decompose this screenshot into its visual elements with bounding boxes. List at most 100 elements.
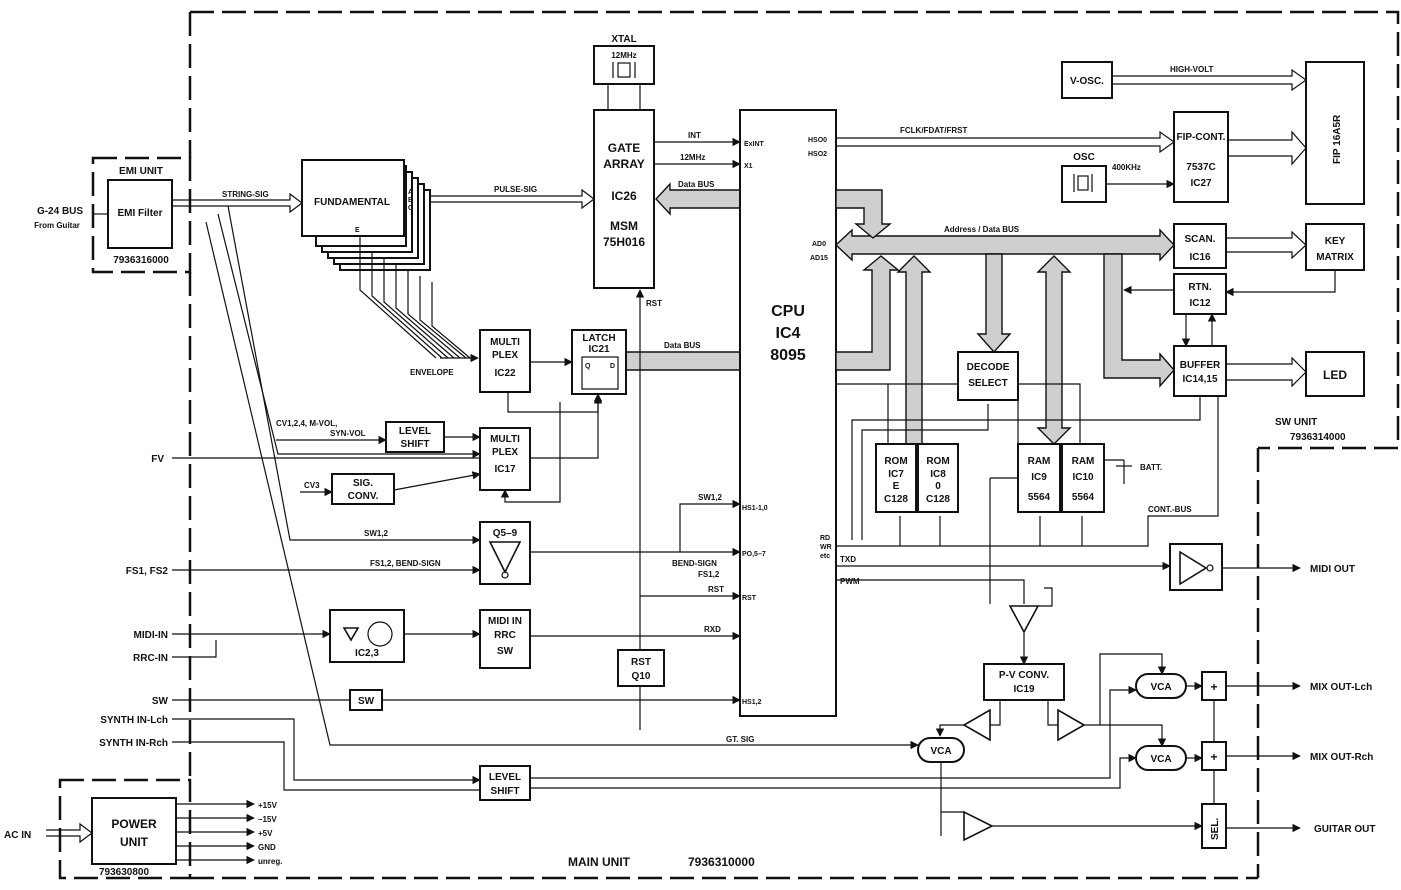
data-bus-upper [655,182,741,216]
midi-in-rrc-block [479,609,531,669]
data-bus-lower-label: Data BUS [664,341,701,350]
rst-label: RST [646,299,662,308]
xtal-freq: 12MHz [611,51,636,60]
pv-l2: IC19 [1013,684,1035,695]
rom8-l2: IC8 [930,469,946,480]
ram10-l3: 5564 [1072,492,1095,503]
pulse-sig-label: PULSE-SIG [494,185,537,194]
mux22-l1: MULTI [490,337,520,348]
high-volt-label: HIGH-VOLT [1170,65,1214,74]
synth-l-label: SYNTH IN-Lch [100,715,168,726]
rom7-l1: ROM [884,456,907,467]
cpu-block [739,109,837,717]
gate-array-l4: MSM [610,219,638,233]
control-lines [836,383,1219,604]
mux22-l2: PLEX [492,350,518,361]
gate-array-block [593,109,655,289]
latch-d: D [610,363,615,370]
sigconv-l1: SIG. [353,478,373,489]
buffer-l2: IC14,15 [1182,374,1217,385]
fund-out-c: C [408,205,413,212]
midi-out-buffer-icon [1179,550,1208,586]
q5-buffer-icon [488,541,522,574]
midi-in-label: MIDI-IN [134,630,168,641]
osc-freq-label: 400KHz [1112,163,1141,172]
rom7-l2: IC7 [888,469,904,480]
txd-label: TXD [840,555,856,564]
emi-filter-label: EMI Filter [117,208,162,219]
rom-bus [896,255,932,445]
emi-filter-block [107,179,173,249]
mux17-l1: MULTI [490,434,520,445]
fclk-label: FCLK/FDAT/FRST [900,126,968,135]
cpu-l1: CPU [771,303,805,320]
mix-out-l-label: MIX OUT-Lch [1310,682,1372,693]
emi-unit-title: EMI UNIT [119,166,163,177]
scan-l1: SCAN. [1184,234,1215,245]
fund-out-b: B [408,197,413,204]
sw-unit-part: 7936314000 [1290,432,1346,443]
buffer-led-arrow [1226,356,1307,388]
midi-rrc-l2: RRC [494,630,516,641]
batt-label: BATT. [1140,463,1162,472]
latch-q: Q [585,363,591,370]
power-l2: UNIT [120,835,149,849]
hso2-pin: HSO2 [808,151,827,158]
rst-cpu-label: RST [708,585,724,594]
osc-label: OSC [1073,152,1095,163]
q5-label: Q5–9 [493,528,518,539]
ad0-pin: AD0 [812,241,826,248]
main-unit-title: MAIN UNIT [568,855,631,869]
pwm-label: PWM [840,577,860,586]
emi-unit-border [91,156,192,274]
opto-label: IC2,3 [355,648,379,659]
midi-out-label: MIDI OUT [1310,564,1355,575]
cpu-l2: IC4 [776,325,801,342]
pv-l1: P-V CONV. [999,670,1049,681]
sw12-cpu-label: SW1,2 [698,493,723,502]
main-unit-border [188,10,1260,880]
envelope-lines [359,236,479,363]
hso0-pin: HSO0 [808,137,827,144]
cont-bus-label: CONT.-BUS [1148,505,1192,514]
sw12-route [227,205,481,545]
key-l1: KEY [1325,236,1346,247]
led-diode-icon [342,627,360,642]
mix-out-r-label: MIX OUT-Rch [1310,752,1373,763]
led-label: LED [1323,368,1347,382]
key-matrix-block [1305,223,1365,271]
string-sig-label: STRING-SIG [222,190,269,199]
gt-sig-label: GT. SIG [726,735,754,744]
sel-label: SEL. [1210,818,1221,840]
scan-l2: IC16 [1189,252,1211,263]
data-bus-upper-label: Data BUS [678,180,715,189]
v-osc-block [1061,61,1113,99]
sw-unit-title: SW UNIT [1275,417,1317,428]
hs12-pin: HS1,2 [742,699,762,706]
power-unit-border [58,778,192,880]
mux17-l2: PLEX [492,447,518,458]
from-guitar-label: From Guitar [34,221,80,230]
g24-bus-label: G-24 BUS [37,206,83,217]
fipcont-l1: FIP-CONT. [1177,132,1226,143]
mhz-label: 12MHz [680,153,705,162]
cv124-label: CV1,2,4, M-VOL, [276,419,337,428]
int-label: INT [688,131,701,140]
rxd-label: RXD [704,625,721,634]
ls2-l1: LEVEL [489,772,521,783]
ram9-l1: RAM [1028,456,1051,467]
level-shift-2-block [479,765,531,801]
main-unit-part: 7936310000 [688,855,755,869]
ls1-l2: SHIFT [401,439,430,450]
key-l2: MATRIX [1316,252,1354,263]
fip-block [1305,61,1365,205]
sum-right-label: + [1210,750,1217,764]
latch-inner [581,356,619,390]
cv3-label: CV3 [304,481,320,490]
gate-array-l1: GATE [608,141,640,155]
rst-q10-block [617,649,665,687]
fip-label: FIP 16A5R [1332,114,1343,164]
sw-unit-border [1258,10,1400,450]
latch-ic21-block [571,329,627,395]
latch-l2: IC21 [588,344,610,355]
